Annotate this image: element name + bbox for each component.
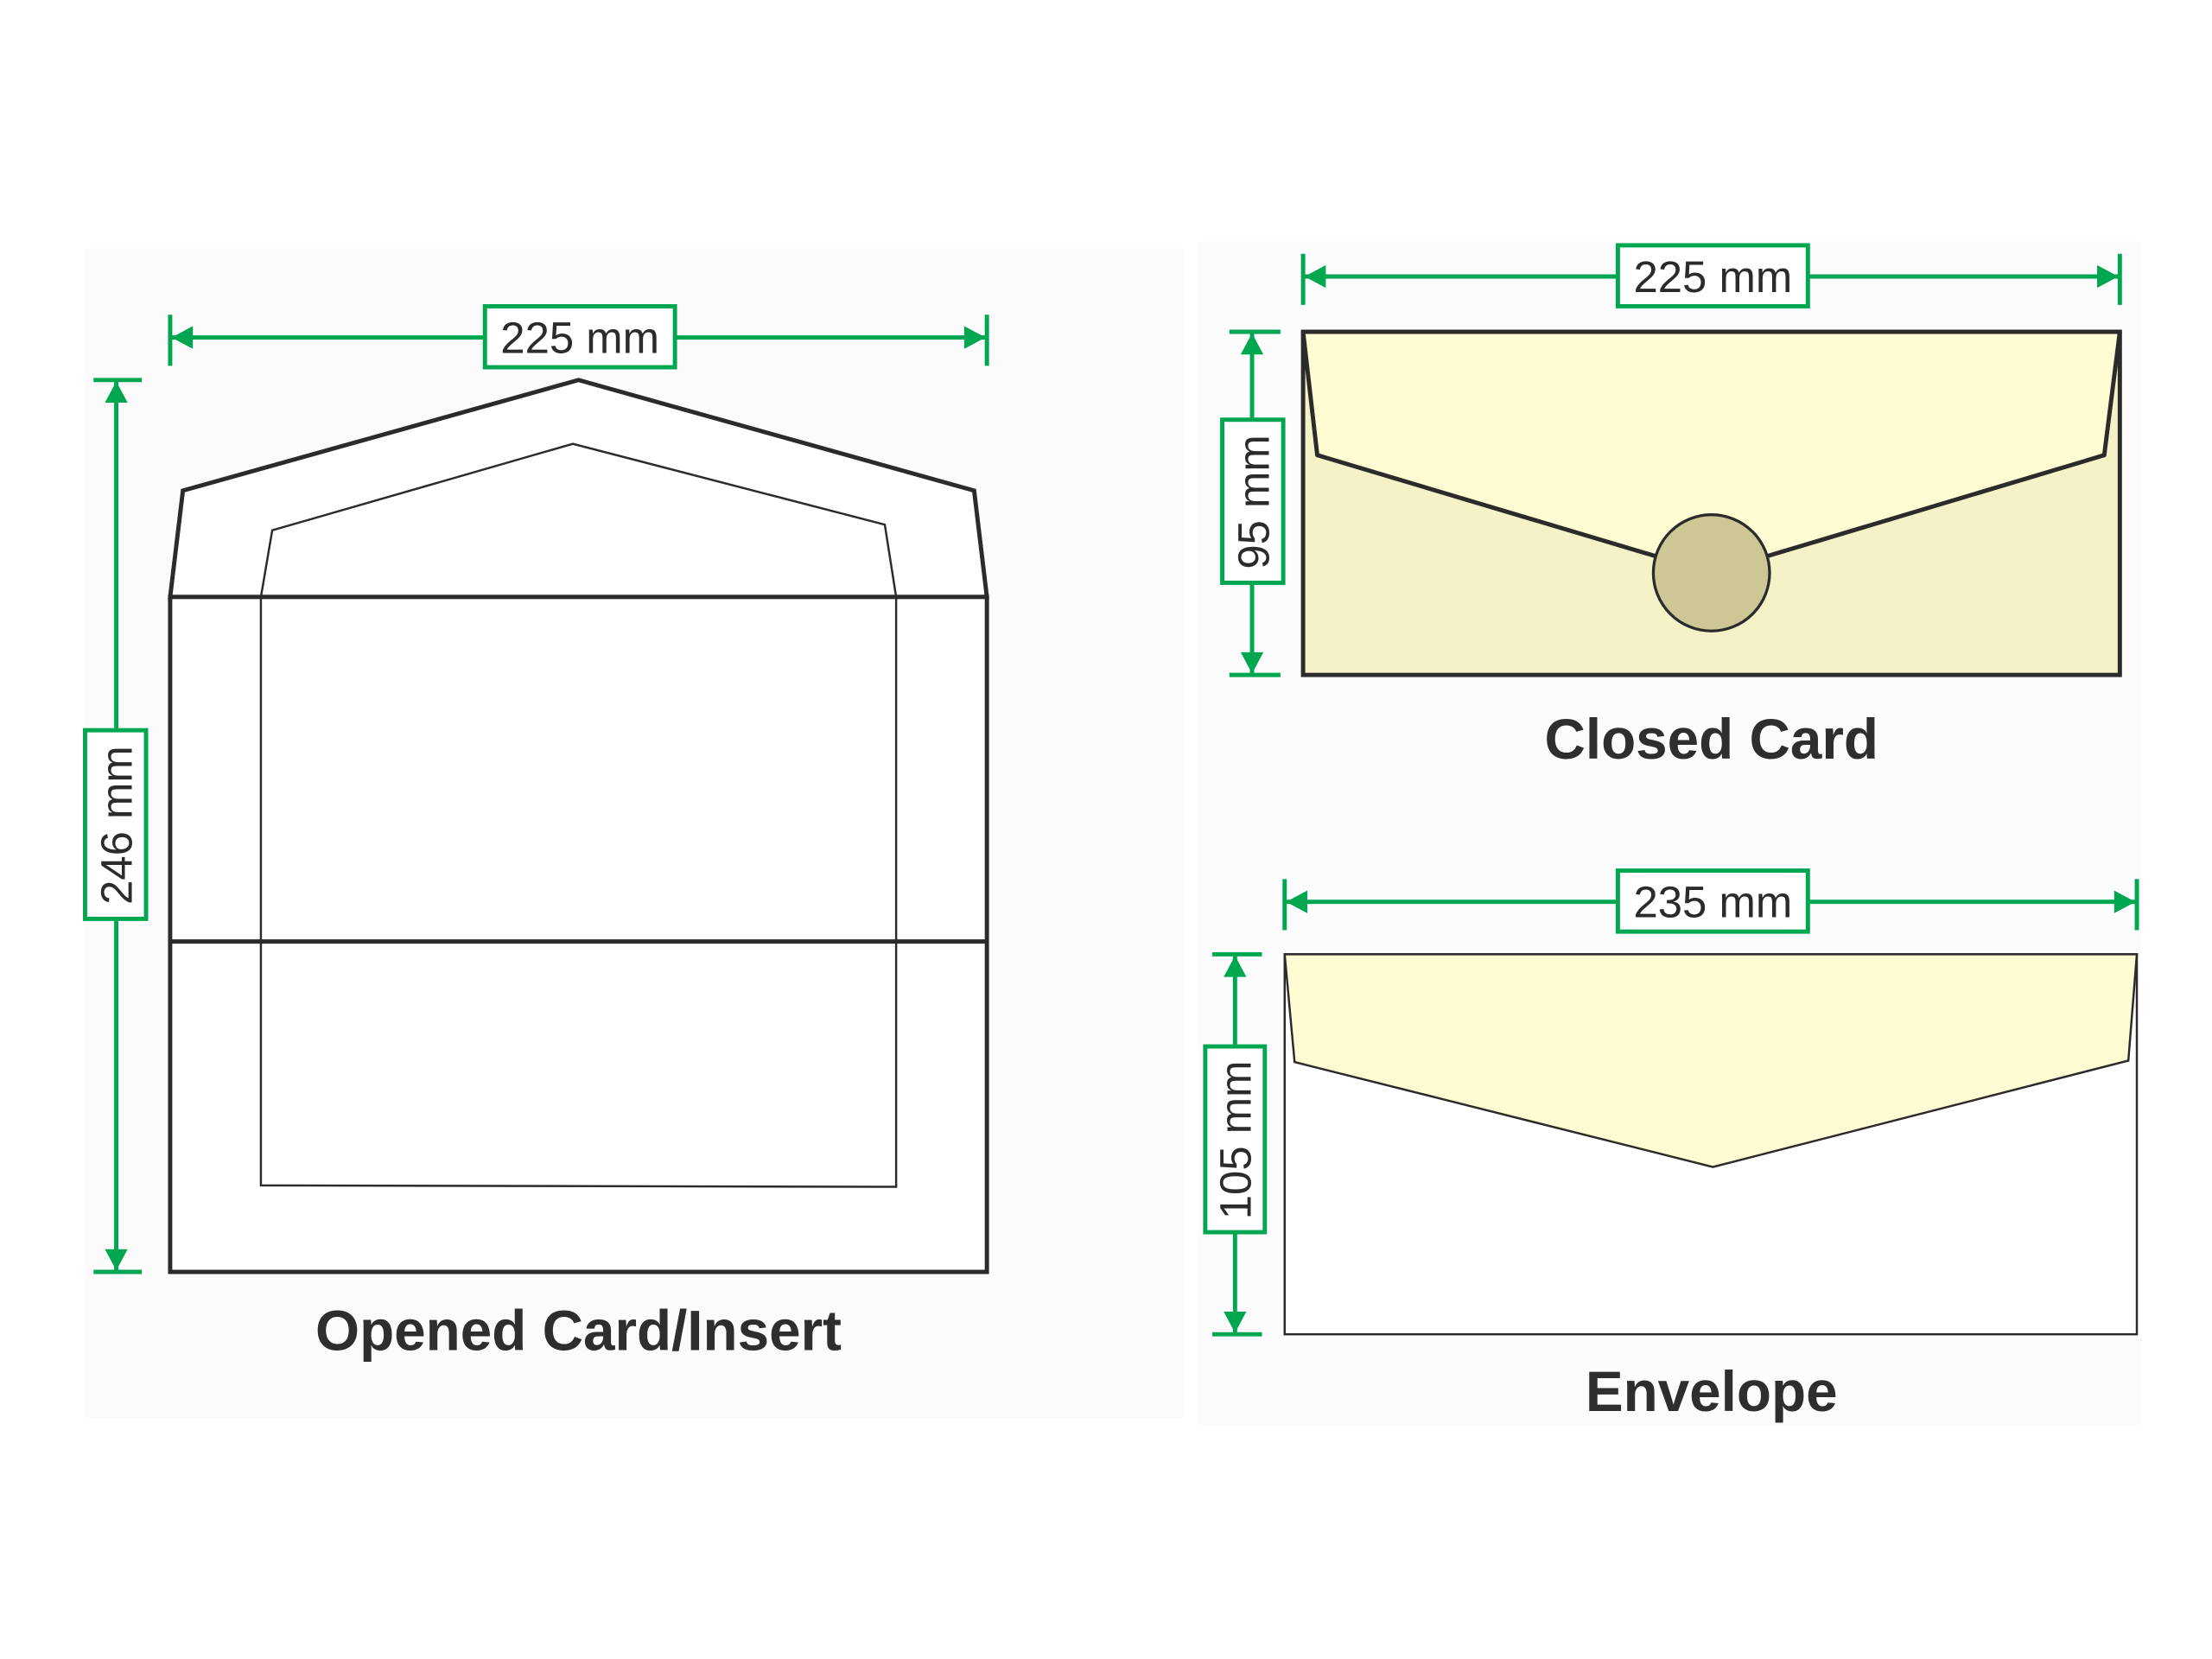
envelope-height-label: 105 mm [1211, 1061, 1260, 1220]
opened-card-height-label: 246 mm [92, 746, 142, 905]
closed-card-height-label: 95 mm [1230, 435, 1279, 569]
opened-card-height-dimension: 246 mm [83, 378, 149, 1274]
closed-card-title: Closed Card [1544, 708, 1878, 771]
closed-card-flap [1300, 329, 2122, 575]
arrow-right-icon [2097, 264, 2119, 289]
envelope-title: Envelope [1586, 1360, 1838, 1423]
arrow-down-icon [1224, 1311, 1247, 1333]
arrow-right-icon [963, 326, 986, 349]
envelope-width-dimension: 235 mm [1282, 868, 2139, 934]
opened-card-body [168, 594, 989, 1274]
arrow-left-icon [1304, 264, 1326, 289]
arrow-up-icon [1224, 956, 1247, 977]
opened-card-width-label: 225 mm [500, 314, 659, 363]
opened-card-width-dimension: 225 mm [168, 304, 989, 370]
arrow-left-icon [1286, 890, 1308, 913]
envelope-flap [1283, 953, 2139, 1168]
arrow-right-icon [2113, 890, 2136, 913]
envelope-width-label: 235 mm [1633, 878, 1792, 927]
envelope [1283, 953, 2139, 1336]
closed-card [1300, 329, 2122, 677]
opened-card-title: Opened Card/Insert [315, 1299, 842, 1362]
closed-card-height-dimension: 95 mm [1220, 329, 1286, 677]
arrow-up-icon [1240, 333, 1264, 355]
insert-outline [259, 442, 898, 1188]
closed-card-width-dimension: 225 mm [1300, 243, 2122, 308]
arrow-up-icon [105, 381, 128, 404]
arrow-down-icon [1240, 652, 1264, 674]
arrow-down-icon [105, 1249, 128, 1271]
envelope-height-dimension: 105 mm [1203, 951, 1268, 1337]
arrow-left-icon [171, 326, 194, 349]
closed-card-width-label: 225 mm [1633, 252, 1792, 302]
opened-card [168, 378, 989, 1274]
seal-sticker [1651, 513, 1771, 632]
